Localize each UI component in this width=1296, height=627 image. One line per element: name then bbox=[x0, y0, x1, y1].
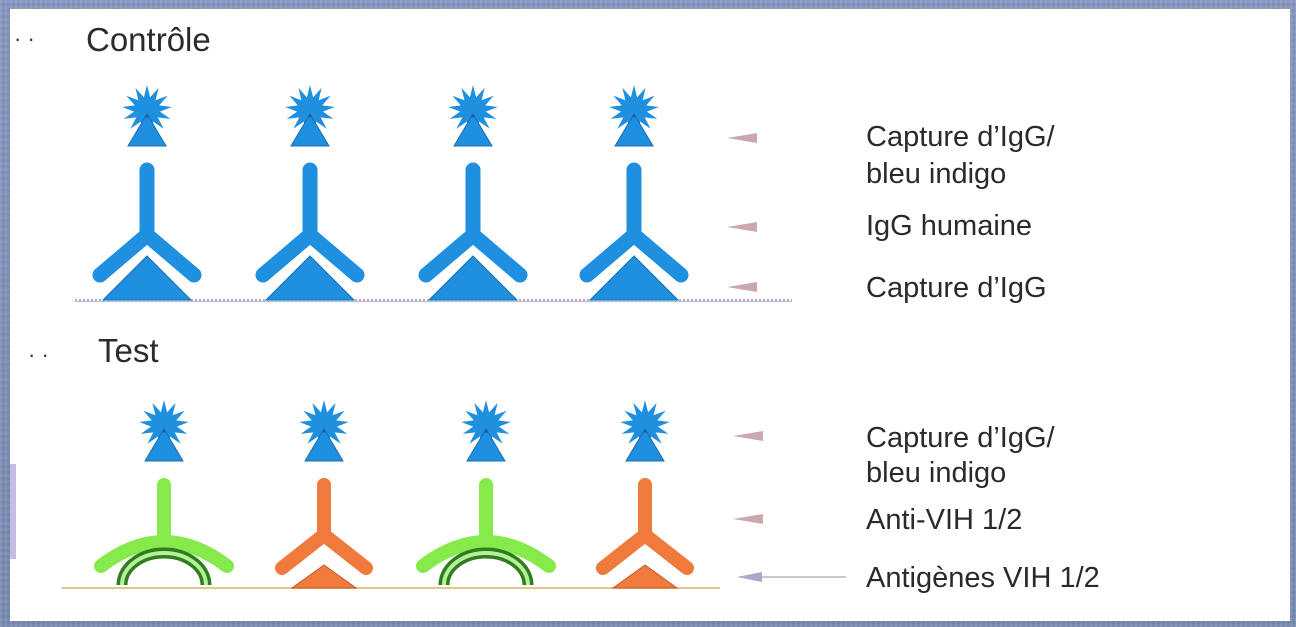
capture-triangle-icon bbox=[264, 255, 356, 301]
control-labels: Capture d’IgG/ bleu indigo IgG humaine C… bbox=[727, 121, 1056, 304]
left-arrow-icon bbox=[727, 222, 838, 232]
y-antibody-icon bbox=[275, 478, 373, 575]
indigo-blue-star-icon bbox=[448, 85, 498, 147]
control-label-human-igg: IgG humaine bbox=[866, 210, 1032, 242]
indigo-blue-star-icon bbox=[285, 85, 335, 147]
y-antibody-icon bbox=[255, 162, 365, 283]
y-antibody-icon bbox=[418, 162, 528, 283]
y-antibody-icon bbox=[579, 162, 689, 283]
test-labels: Capture d’IgG/ bleu indigo Anti-VIH 1/2 … bbox=[733, 422, 1100, 594]
bullet-dots: · · bbox=[28, 342, 49, 367]
indigo-blue-star-icon bbox=[461, 400, 511, 462]
control-column bbox=[579, 85, 689, 301]
test-label-igg-indigo-2: bleu indigo bbox=[866, 457, 1006, 489]
left-arrow-icon bbox=[733, 514, 846, 524]
test-column-orange bbox=[275, 400, 373, 589]
left-arrow-icon bbox=[727, 282, 838, 292]
indigo-blue-star-icon bbox=[122, 85, 172, 147]
control-label-igg-capture: Capture d’IgG bbox=[866, 272, 1047, 304]
indigo-blue-star-icon bbox=[609, 85, 659, 147]
control-row bbox=[92, 85, 689, 301]
bullet-dots: · · bbox=[14, 26, 35, 51]
y-antibody-icon bbox=[92, 162, 202, 283]
y-antibody-icon bbox=[596, 478, 694, 575]
test-column-green bbox=[416, 400, 556, 586]
control-label-igg-indigo-2: bleu indigo bbox=[866, 158, 1006, 190]
control-column bbox=[255, 85, 365, 301]
capture-triangle-icon bbox=[101, 255, 193, 301]
indigo-blue-star-icon bbox=[620, 400, 670, 462]
indigo-blue-star-icon bbox=[139, 400, 189, 462]
scan-edge-strip bbox=[10, 464, 16, 559]
control-label-igg-indigo: Capture d’IgG/ bbox=[866, 121, 1056, 153]
indigo-blue-star-icon bbox=[299, 400, 349, 462]
test-label-igg-indigo: Capture d’IgG/ bbox=[866, 422, 1056, 454]
antigen-arc-icon bbox=[116, 547, 212, 586]
test-label-anti-hiv: Anti-VIH 1/2 bbox=[866, 504, 1022, 536]
y-antibody-icon bbox=[416, 478, 556, 573]
capture-triangle-icon bbox=[290, 564, 358, 589]
left-arrow-icon bbox=[737, 572, 846, 582]
control-column bbox=[92, 85, 202, 301]
left-arrow-icon bbox=[727, 133, 838, 143]
capture-triangle-icon bbox=[588, 255, 680, 301]
control-column bbox=[418, 85, 528, 301]
capture-triangle-icon bbox=[611, 564, 679, 589]
control-title: Contrôle bbox=[86, 21, 211, 58]
test-column-green bbox=[94, 400, 234, 586]
left-arrow-icon bbox=[733, 431, 846, 441]
capture-triangle-icon bbox=[427, 255, 519, 301]
test-column-orange bbox=[596, 400, 694, 589]
antigen-arc-icon bbox=[438, 547, 534, 586]
test-row bbox=[94, 400, 694, 589]
test-title: Test bbox=[98, 332, 159, 369]
y-antibody-icon bbox=[94, 478, 234, 573]
test-label-hiv-antigens: Antigènes VIH 1/2 bbox=[866, 562, 1100, 594]
